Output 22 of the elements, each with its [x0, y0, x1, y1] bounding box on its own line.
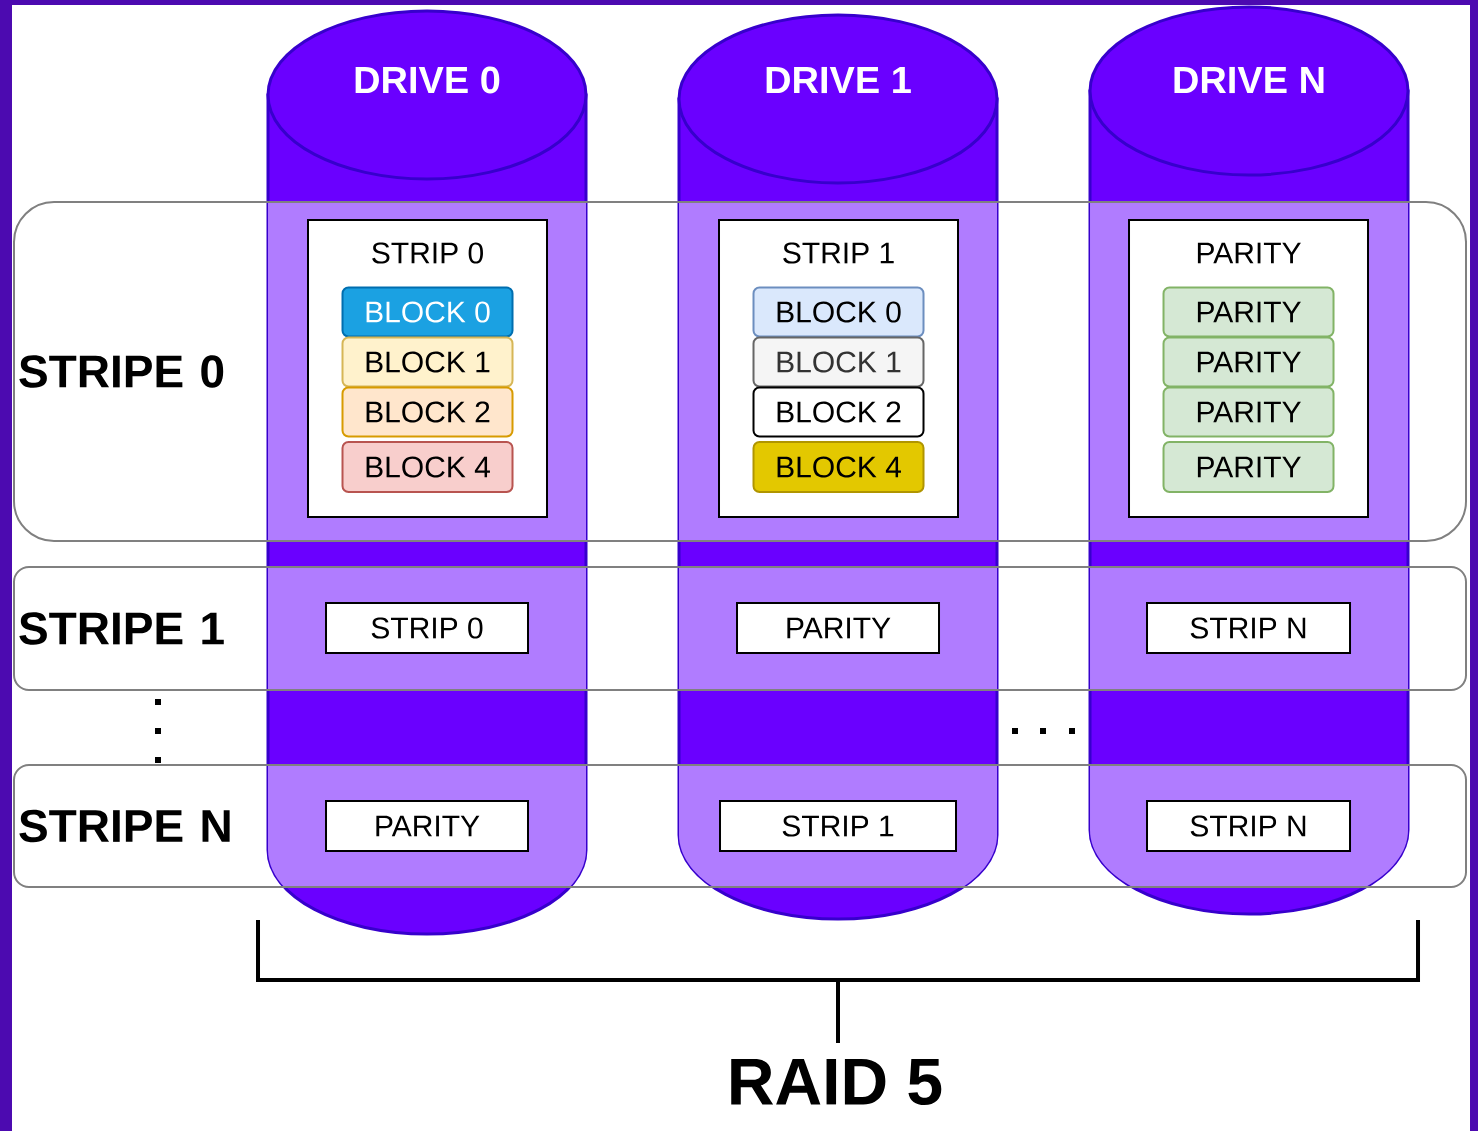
- node-label: DRIVE 1: [766, 66, 911, 94]
- parity-block: PARITY: [1162, 386, 1335, 438]
- node-label: DRIVE 0: [355, 66, 500, 94]
- data-block: BLOCK 2: [752, 386, 925, 438]
- data-block: BLOCK 0: [341, 286, 514, 338]
- strip-box: STRIP 0: [325, 602, 529, 654]
- parity-block: PARITY: [1162, 286, 1335, 338]
- strip-box: STRIP 1: [719, 800, 957, 852]
- node-label: DRIVE N: [1174, 66, 1324, 94]
- parity-block: PARITY: [1162, 336, 1335, 388]
- strip-box: PARITY: [736, 602, 940, 654]
- data-block: BLOCK 2: [341, 386, 514, 438]
- strip-box: PARITY: [325, 800, 529, 852]
- data-block: BLOCK 4: [752, 441, 925, 493]
- strip-box: STRIP N: [1146, 602, 1351, 654]
- data-block: BLOCK 1: [752, 336, 925, 388]
- data-block: BLOCK 1: [341, 336, 514, 388]
- data-block: BLOCK 0: [752, 286, 925, 338]
- parity-block: PARITY: [1162, 441, 1335, 493]
- data-block: BLOCK 4: [341, 441, 514, 493]
- raid-label: RAID 5: [731, 1059, 942, 1106]
- strip-box: STRIP N: [1146, 800, 1351, 852]
